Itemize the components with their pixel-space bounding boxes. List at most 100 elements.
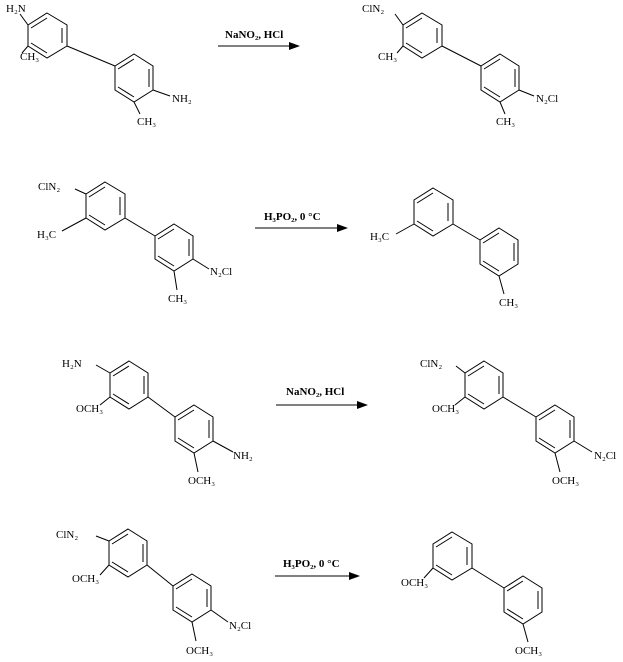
benzene-ring-upper bbox=[402, 12, 443, 59]
biphenyl-bond bbox=[502, 396, 537, 418]
benzene-ring-lower bbox=[114, 53, 154, 103]
ring1-sub-label: OCH₃ bbox=[401, 577, 428, 589]
benzene-ring-upper bbox=[413, 187, 454, 237]
top-group-label: ClN₂ bbox=[56, 529, 78, 541]
top-group-bond bbox=[19, 13, 29, 26]
reaction-1: H₂N CH₃ NH₂ CH₃ NaNO₂, HCl ClN₂ CH₃ N₂Cl… bbox=[6, 3, 558, 128]
bottom-group-bond bbox=[212, 440, 234, 453]
reaction-3: H₂N OCH₃ NH₂ OCH₃ NaNO₂, HCl ClN₂ OCH₃ N… bbox=[62, 358, 616, 487]
ring2-sub-bond bbox=[191, 621, 197, 642]
biphenyl-bond bbox=[124, 217, 156, 237]
ring2-sub-bond bbox=[193, 452, 199, 473]
benzene-ring-lower bbox=[535, 404, 575, 454]
ring2-sub-bond bbox=[499, 101, 506, 115]
ring2-sub-label: OCH₃ bbox=[188, 475, 215, 487]
ring1-sub-label: OCH₃ bbox=[72, 573, 99, 585]
top-group-label: H₂N bbox=[62, 358, 82, 370]
bottom-group-bond bbox=[210, 609, 229, 623]
top-group-bond bbox=[394, 13, 404, 26]
reagent-label: NaNO₂, HCl bbox=[286, 386, 344, 398]
biphenyl-bond bbox=[452, 223, 481, 241]
ring2-sub-bond bbox=[498, 275, 505, 295]
biphenyl-bond bbox=[471, 567, 505, 589]
bottom-group-label: N₂Cl bbox=[229, 620, 251, 632]
reaction-1-product: ClN₂ CH₃ N₂Cl CH₃ bbox=[362, 3, 558, 128]
top-group-bond bbox=[74, 188, 87, 195]
benzene-ring-upper bbox=[464, 360, 504, 410]
benzene-ring-upper bbox=[109, 360, 149, 410]
benzene-ring-lower bbox=[480, 53, 520, 103]
ring2-sub-bond bbox=[173, 270, 178, 291]
ring1-sub-bond bbox=[99, 564, 110, 576]
benzene-ring-lower bbox=[174, 404, 214, 454]
benzene-ring-lower bbox=[479, 227, 519, 277]
ring2-sub-label: CH₃ bbox=[168, 293, 187, 305]
bottom-group-label: NH₂ bbox=[233, 450, 253, 462]
benzene-ring-upper bbox=[85, 181, 126, 231]
top-group-label: ClN₂ bbox=[362, 3, 384, 15]
biphenyl-bond bbox=[146, 564, 174, 587]
top-group-bond bbox=[95, 535, 110, 542]
bottom-group-bond bbox=[152, 89, 171, 97]
bottom-group-label: NH₂ bbox=[172, 93, 192, 105]
ring1-sub-bond bbox=[396, 45, 404, 54]
ring2-sub-bond bbox=[522, 623, 529, 643]
reaction-4-product: OCH₃ OCH₃ bbox=[401, 531, 543, 657]
ring1-sub-label: CH₃ bbox=[378, 51, 397, 63]
reagent-label: H₃PO₂, 0 °C bbox=[264, 211, 321, 223]
ring1-sub-label: H₃C bbox=[370, 231, 389, 243]
ring1-sub-label: H₃C bbox=[37, 229, 56, 241]
biphenyl-bond bbox=[66, 45, 116, 67]
ring1-sub-bond bbox=[423, 567, 434, 579]
ring1-sub-label: OCH₃ bbox=[76, 403, 103, 415]
ring2-sub-label: CH₃ bbox=[496, 116, 515, 128]
reaction-2-reactant: ClN₂ H₃C N₂Cl CH₃ bbox=[37, 181, 232, 305]
bottom-group-bond bbox=[518, 89, 535, 97]
ring1-sub-bond bbox=[61, 217, 87, 232]
reaction-3-product: ClN₂ OCH₃ N₂Cl OCH₃ bbox=[420, 358, 616, 487]
ring1-sub-bond bbox=[99, 396, 111, 406]
ring2-sub-label: CH₃ bbox=[499, 297, 518, 309]
ring1-sub-bond bbox=[21, 45, 29, 54]
reaction-4: ClN₂ OCH₃ N₂Cl OCH₃ H₃PO₂, 0 °C OCH₃ OCH… bbox=[56, 528, 543, 657]
reaction-1-reactant: H₂N CH₃ NH₂ CH₃ bbox=[6, 3, 192, 128]
bottom-group-label: N₂Cl bbox=[536, 93, 558, 105]
top-group-label: ClN₂ bbox=[420, 358, 442, 370]
bottom-group-bond bbox=[192, 258, 210, 270]
bottom-group-label: N₂Cl bbox=[210, 266, 232, 278]
benzene-ring-upper bbox=[108, 528, 148, 578]
ring2-sub-bond bbox=[554, 452, 561, 473]
ring2-sub-label: OCH₃ bbox=[186, 645, 213, 657]
arrow-head bbox=[349, 572, 360, 580]
benzene-ring-lower bbox=[172, 573, 212, 623]
arrow-head bbox=[289, 42, 300, 50]
benzene-ring-lower bbox=[503, 575, 543, 625]
arrow-head bbox=[337, 224, 348, 232]
bottom-group-label: N₂Cl bbox=[594, 450, 616, 462]
top-group-label: H₂N bbox=[6, 3, 26, 15]
ring1-sub-label: CH₃ bbox=[20, 51, 39, 63]
ring1-sub-bond bbox=[454, 396, 466, 406]
ring2-sub-label: CH₃ bbox=[137, 116, 156, 128]
reagent-label: NaNO₂, HCl bbox=[225, 29, 283, 41]
reagent-label: H₃PO₂, 0 °C bbox=[283, 558, 340, 570]
reaction-2-product: H₃C CH₃ bbox=[370, 187, 519, 309]
benzene-ring-upper bbox=[432, 531, 473, 581]
bottom-group-bond bbox=[573, 440, 593, 453]
reaction-2: ClN₂ H₃C N₂Cl CH₃ H₃PO₂, 0 °C H₃C CH₃ bbox=[37, 181, 519, 309]
benzene-ring-lower bbox=[154, 223, 194, 272]
top-group-bond bbox=[95, 364, 111, 374]
ring2-sub-label: OCH₃ bbox=[552, 475, 579, 487]
ring1-sub-bond bbox=[395, 223, 415, 235]
reaction-3-reactant: H₂N OCH₃ NH₂ OCH₃ bbox=[62, 358, 253, 487]
top-group-label: ClN₂ bbox=[38, 181, 60, 193]
biphenyl-bond bbox=[441, 45, 482, 67]
benzene-ring-upper bbox=[27, 12, 68, 59]
biphenyl-bond bbox=[147, 396, 176, 418]
arrow-head bbox=[357, 401, 368, 409]
ring2-sub-bond bbox=[133, 101, 141, 115]
ring1-sub-label: OCH₃ bbox=[432, 403, 459, 415]
reaction-4-reactant: ClN₂ OCH₃ N₂Cl OCH₃ bbox=[56, 528, 251, 657]
top-group-bond bbox=[455, 365, 466, 374]
ring2-sub-label: OCH₃ bbox=[515, 645, 542, 657]
